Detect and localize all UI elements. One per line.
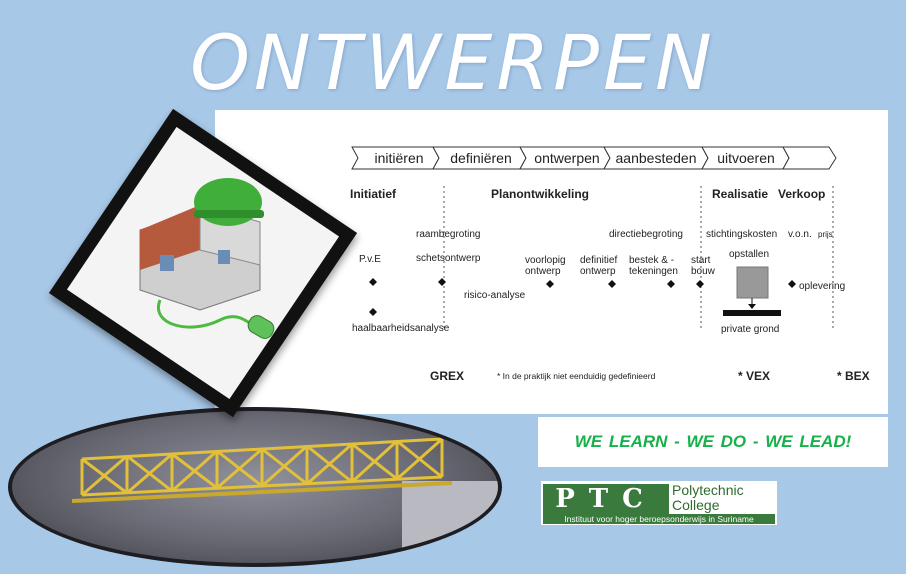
opstallen-arrow-head	[748, 304, 756, 309]
phase-label-initieren: initiëren	[374, 150, 423, 166]
label-von: v.o.n.	[788, 229, 812, 240]
logo-subtitle: Instituut voor hoger beroepsonderwijs in…	[543, 514, 775, 524]
phase-label-ontwerpen: ontwerpen	[534, 150, 599, 166]
label-risico-analyse: risico-analyse	[464, 290, 526, 301]
label-definitief-2: ontwerp	[580, 266, 616, 277]
footer-vex: * VEX	[738, 369, 770, 383]
logo-name: Polytechnic College	[672, 483, 776, 513]
footer-bex: * BEX	[837, 369, 870, 383]
label-definitief-1: definitief	[580, 255, 617, 266]
private-grond-bar	[723, 310, 781, 316]
phase-label-aanbesteden: aanbesteden	[616, 150, 697, 166]
page-title: ONTWERPEN	[190, 18, 716, 107]
process-diagram-svg: initiëren definiëren ontwerpen aanbested…	[350, 146, 870, 383]
label-bestek-1: bestek & -	[629, 255, 674, 266]
opstallen-block	[736, 266, 769, 299]
label-opstallen: opstallen	[729, 249, 769, 260]
label-stichtingskosten: stichtingskosten	[706, 229, 777, 240]
label-directiebegroting: directiebegroting	[609, 229, 683, 240]
logo-name-line-2: College	[672, 497, 720, 513]
label-voorlopig-2: ontwerp	[525, 266, 561, 277]
milestone-marker-definitief	[608, 280, 616, 288]
label-bestek-2: tekeningen	[629, 266, 678, 277]
label-start-1: start	[691, 255, 711, 266]
phase-chevron-end	[782, 146, 837, 170]
milestone-marker-oplevering	[788, 280, 796, 288]
phase-label-uitvoeren: uitvoeren	[717, 150, 775, 166]
milestone-marker-schetsontwerp	[438, 278, 446, 286]
footer-note: * In de praktijk niet eenduidig gedefini…	[497, 371, 656, 381]
section-verkoop: Verkoop	[778, 187, 825, 201]
section-planontwikkeling: Planontwikkeling	[491, 187, 589, 201]
logo-mark: PTC	[543, 484, 669, 514]
logo-name-line-1: Polytechnic	[672, 482, 744, 498]
label-private-grond: private grond	[721, 324, 779, 335]
bridge-illustration	[12, 411, 498, 563]
label-oplevering: oplevering	[799, 281, 845, 292]
ptc-logo: PTC Polytechnic College Instituut voor h…	[541, 481, 777, 525]
label-haalbaarheidsanalyse: haalbaarheidsanalyse	[352, 323, 450, 334]
label-prijs: prijs	[818, 230, 833, 239]
phase-label-definieren: definiëren	[450, 150, 512, 166]
section-realisatie: Realisatie	[712, 187, 768, 201]
house-helmet-mouse-illustration	[139, 178, 275, 339]
label-pve: P.v.E	[359, 254, 381, 265]
process-diagram: initiëren definiëren ontwerpen aanbested…	[215, 110, 888, 414]
section-initiatief: Initiatief	[350, 187, 397, 201]
milestone-marker-voorlopig	[546, 280, 554, 288]
label-raambegroting: raambegroting	[416, 229, 480, 240]
bridge-photo	[8, 407, 502, 567]
motto-banner: WE LEARN - WE DO - WE LEAD!	[538, 417, 888, 467]
label-schetsontwerp: schetsontwerp	[416, 253, 481, 264]
milestone-marker-haalbaarheid	[369, 308, 377, 316]
milestone-marker-pve	[369, 278, 377, 286]
label-start-2: bouw	[691, 266, 716, 277]
milestone-marker-start-bouw	[696, 280, 704, 288]
label-voorlopig-1: voorlopig	[525, 255, 566, 266]
footer-grex: GREX	[430, 369, 464, 383]
milestone-marker-bestek	[667, 280, 675, 288]
